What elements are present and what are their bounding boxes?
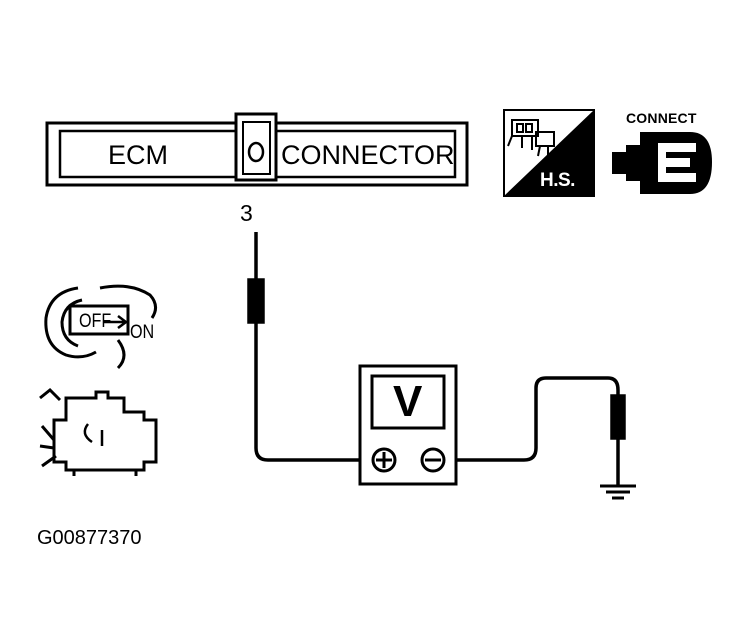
harness-connector-icon [503,109,595,197]
engine-icon [39,387,158,476]
test-lead-positive [247,232,370,462]
ignition-on-label: ON [130,322,155,343]
test-probe-icon [247,278,265,324]
figure-id: G00877370 [37,527,142,549]
connect-connector-icon [612,132,712,194]
connector-pin-hole [247,141,265,163]
ignition-key-icon [44,284,157,370]
test-probe-icon-ground [610,394,626,440]
connector-label: CONNECTOR [281,140,455,170]
ignition-off-label: OFF [79,311,112,332]
ecm-connector-box [45,112,469,187]
hs-label: H.S. [540,170,575,191]
ecm-label: ECM [108,140,168,170]
test-lead-negative [446,376,626,486]
connect-label: CONNECT [626,110,697,126]
voltmeter-icon [358,364,458,486]
ground-icon [600,484,636,500]
voltmeter-display-symbol: V [393,377,423,426]
pin-number-label: 3 [240,200,253,226]
